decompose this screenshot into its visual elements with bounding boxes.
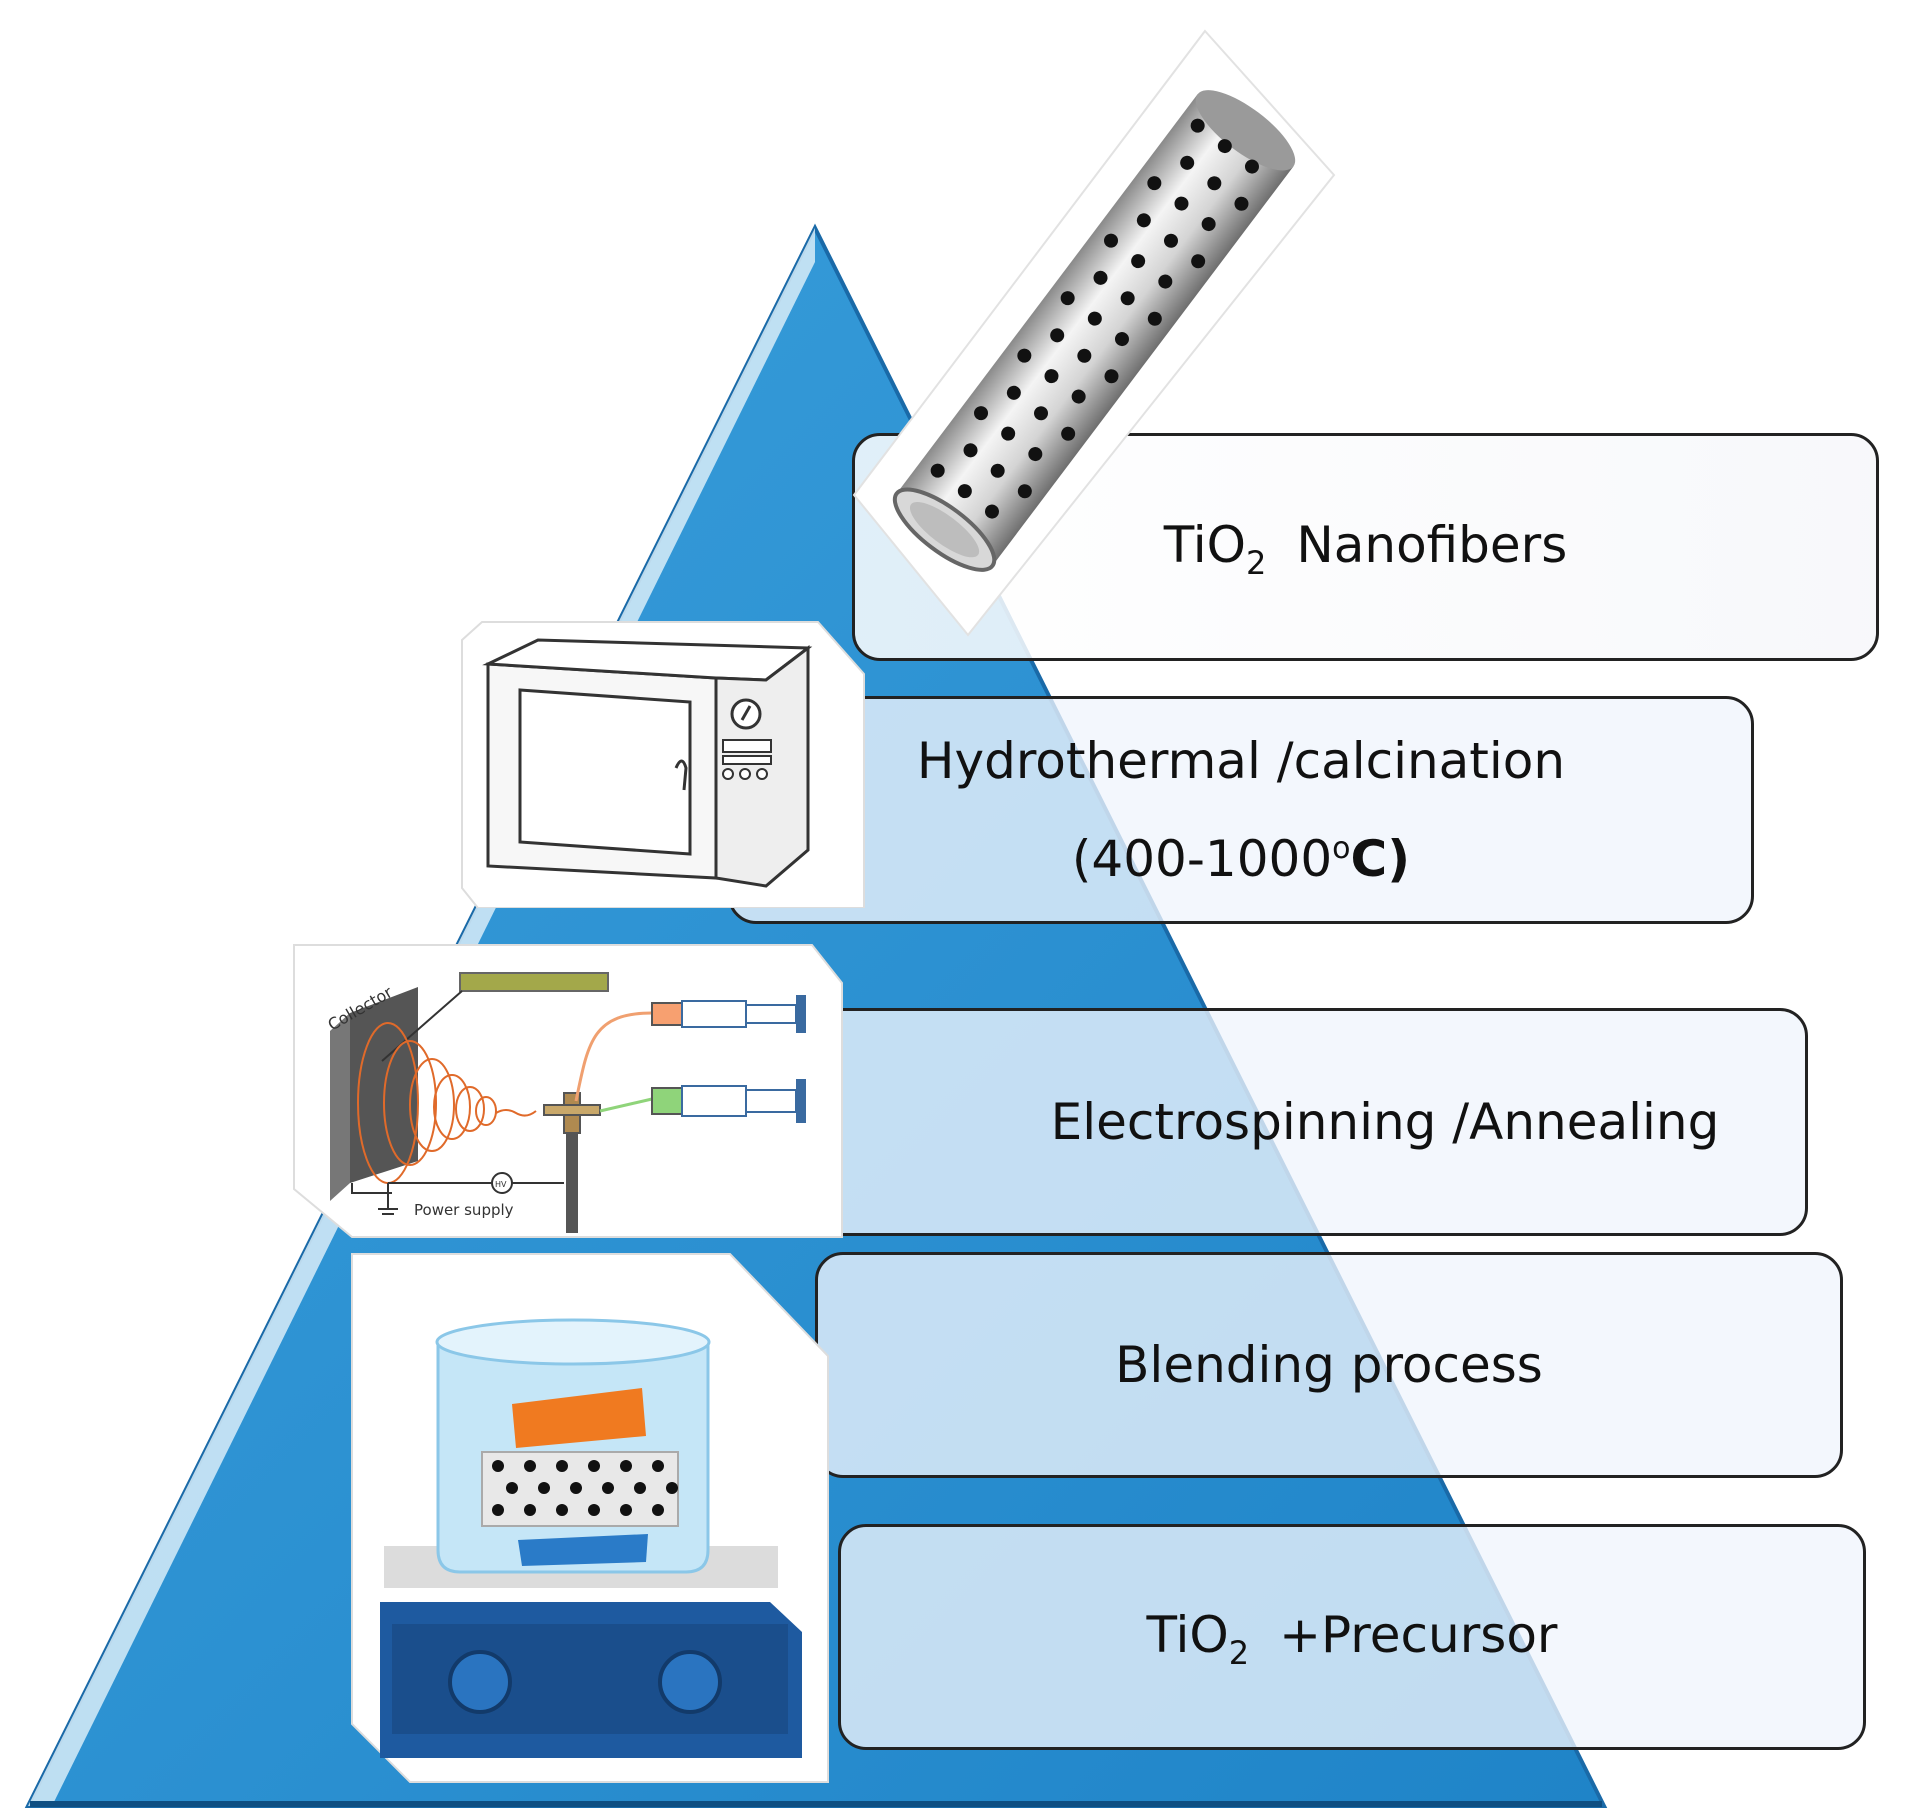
pore-dot — [588, 1504, 600, 1516]
pore-dot — [1244, 159, 1259, 174]
power-supply-label: Power supply — [414, 1201, 514, 1219]
pore-dot — [1001, 426, 1016, 441]
electrospinning-setup-icon: Collector — [293, 944, 843, 1238]
pore-dot — [1104, 233, 1119, 248]
pore-dot — [570, 1482, 582, 1494]
porous-nanofiber-tube-icon — [852, 29, 1336, 637]
pore-dot — [1201, 217, 1216, 232]
pore-dot — [620, 1504, 632, 1516]
pore-dot — [974, 406, 989, 421]
pore-dot — [1131, 254, 1146, 269]
step-electrospinning-annealing: Electrospinning /Annealing — [812, 1008, 1808, 1236]
pore-dot — [588, 1460, 600, 1472]
pore-dot — [930, 463, 945, 478]
pore-dot — [652, 1504, 664, 1516]
pore-dot — [666, 1482, 678, 1494]
pore-dot — [1217, 139, 1232, 154]
step-label: Hydrothermal /calcination (400-1000oC) — [916, 732, 1566, 888]
pore-dot — [1044, 369, 1059, 384]
pore-dot — [1147, 311, 1162, 326]
pore-dot — [1017, 484, 1032, 499]
pore-dot — [1234, 196, 1249, 211]
pore-dot — [1104, 369, 1119, 384]
pore-dot — [1093, 270, 1108, 285]
pore-dot — [1158, 274, 1173, 289]
pore-dot — [1190, 118, 1205, 133]
pore-dot — [634, 1482, 646, 1494]
pore-dot — [1017, 348, 1032, 363]
pore-dot — [1077, 348, 1092, 363]
pore-dot — [963, 443, 978, 458]
hv-label: HV — [495, 1180, 507, 1189]
pore-dot — [620, 1460, 632, 1472]
pore-dot — [1060, 291, 1075, 306]
pore-dot — [556, 1504, 568, 1516]
pore-dot — [1034, 406, 1049, 421]
pore-dot — [990, 463, 1005, 478]
pore-dot — [652, 1460, 664, 1472]
step-label: Electrospinning /Annealing — [1050, 1092, 1720, 1151]
pore-dot — [1191, 254, 1206, 269]
pore-dot — [957, 484, 972, 499]
pore-dot — [1120, 291, 1135, 306]
step-blending-process: Blending process — [815, 1252, 1843, 1478]
pore-dot — [1174, 196, 1189, 211]
pore-dot — [524, 1460, 536, 1472]
pore-dot — [538, 1482, 550, 1494]
pore-dot — [1071, 389, 1086, 404]
pore-dot — [1050, 328, 1065, 343]
pore-dot — [492, 1460, 504, 1472]
step-tio2-precursor: TiO2+Precursor — [838, 1524, 1866, 1750]
pore-dot — [1164, 233, 1179, 248]
step-label: Blending process — [1115, 1335, 1543, 1394]
furnace-icon — [461, 621, 865, 908]
pore-dot — [1061, 426, 1076, 441]
pore-dot — [602, 1482, 614, 1494]
pore-dot — [1136, 213, 1151, 228]
pore-dot — [1147, 176, 1162, 191]
pore-dot — [1028, 447, 1043, 462]
pore-dot — [1006, 385, 1021, 400]
step-hydrothermal-calcination: Hydrothermal /calcination (400-1000oC) — [728, 696, 1754, 924]
step-label: TiO2+Precursor — [1146, 1605, 1558, 1672]
pore-dot — [984, 504, 999, 519]
beaker-hotplate-icon — [351, 1253, 829, 1783]
pore-dot — [506, 1482, 518, 1494]
pore-dot — [556, 1460, 568, 1472]
pore-dot — [492, 1504, 504, 1516]
pore-dot — [1114, 332, 1129, 347]
pore-dot — [1180, 155, 1195, 170]
pore-dot — [1087, 311, 1102, 326]
pore-dot — [1207, 176, 1222, 191]
pore-dot — [524, 1504, 536, 1516]
